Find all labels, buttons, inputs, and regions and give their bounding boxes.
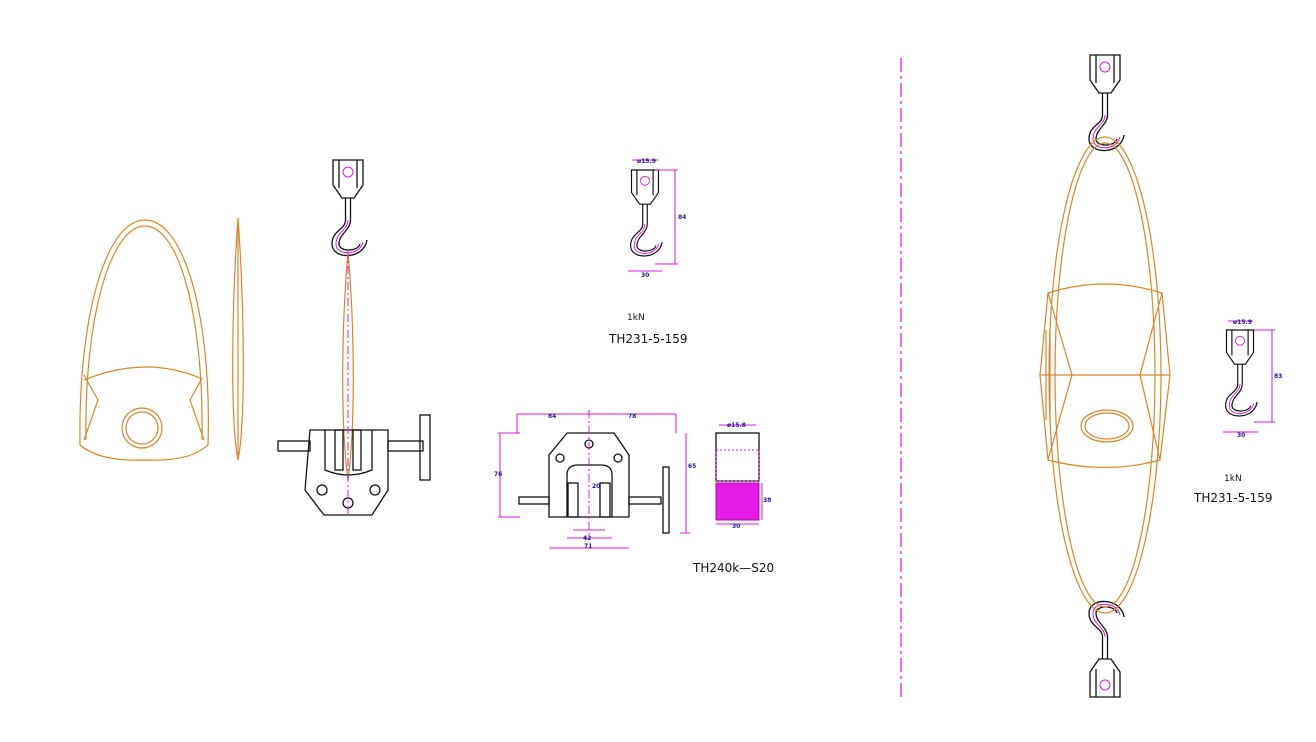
dim-width: 30 [1237, 432, 1245, 439]
dim-dia: ø15.9 [1233, 319, 1252, 326]
specimen-front-view [79, 219, 209, 461]
hook-detail-1: ø15.9 30 84 1kN TH231-5-159 [608, 158, 687, 346]
dim-30: 30 [732, 523, 740, 530]
load-label: 1kN [1224, 474, 1242, 484]
dim-65: 65 [688, 463, 696, 470]
load-label: 1kN [627, 313, 645, 323]
specimen-assembly [1039, 54, 1171, 698]
model-label: TH240k—S20 [692, 561, 774, 575]
dim-height: 83 [1274, 373, 1282, 380]
grip-detail: 84 78 76 65 20 42 71 ø15.8 30 38 50 TH24… [494, 410, 774, 575]
dim-dia: ø15.8 [727, 422, 746, 429]
dim-height: 84 [678, 214, 686, 221]
dim-width: 30 [641, 272, 649, 279]
dim-76: 76 [494, 471, 502, 478]
clamp-assembly [277, 159, 431, 516]
model-label: TH231-5-159 [608, 332, 687, 346]
dim-20: 20 [592, 483, 600, 490]
dim-42: 42 [583, 535, 591, 542]
dim-dia: ø15.9 [637, 158, 656, 165]
dim-78: 78 [628, 413, 636, 420]
hook-detail-2: ø15.9 30 83 1kN TH231-5-159 [1193, 319, 1282, 505]
dim-71: 71 [584, 543, 592, 550]
model-label: TH231-5-159 [1193, 491, 1272, 505]
dim-38: 38 [763, 497, 771, 504]
dim-84: 84 [548, 413, 556, 420]
specimen-side-view [232, 217, 244, 461]
